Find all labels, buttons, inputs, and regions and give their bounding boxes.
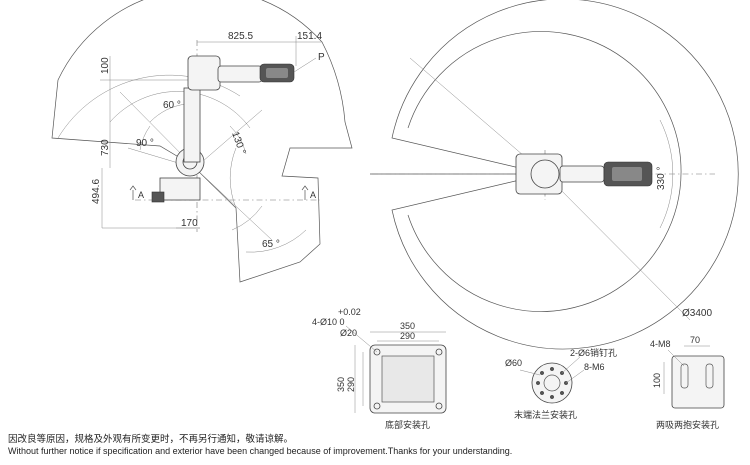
angle-65-label: 65 ° — [262, 239, 280, 250]
base-caption: 底部安装孔 — [385, 419, 430, 430]
arc-65 — [231, 205, 263, 231]
base-hole-leader — [345, 325, 378, 353]
lower-arm — [183, 87, 201, 163]
base-flange — [151, 191, 165, 203]
top-ray-2 — [544, 173, 691, 321]
forearm-dim-100-label: 100 — [652, 373, 662, 388]
section-arrow-left — [129, 185, 137, 200]
section-arrow-right — [301, 185, 309, 200]
robot-base — [159, 177, 201, 201]
dim-494-6-label: 494.6 — [91, 179, 102, 204]
forearm-slot-left — [680, 363, 689, 389]
flange-pin-spec: 2-Ø6销钉孔 — [570, 347, 617, 358]
footnote-english: Without further notice if specification … — [8, 446, 513, 456]
top-view — [370, 0, 739, 350]
section-a-right-label: A — [310, 190, 316, 200]
tool-point-leader — [293, 57, 317, 73]
base-dim-350-v-label: 350 — [336, 377, 346, 392]
forearm-body — [671, 355, 725, 409]
side-view — [51, 0, 353, 283]
work-envelope-top — [391, 0, 739, 350]
arc-330 — [659, 119, 674, 229]
forearm-caption: 两吸两抱安装孔 — [656, 419, 719, 430]
flange-leader-thread — [565, 369, 585, 384]
base-dim-350-label: 350 — [400, 321, 415, 331]
angle-330-label: 330 ° — [656, 167, 667, 190]
tool-point-label: P — [318, 52, 325, 63]
inner-envelope-arc-2 — [109, 91, 251, 129]
arc-60 — [149, 103, 187, 123]
dim-151-4-label: 151.4 — [297, 31, 322, 42]
base-hole-bl — [373, 402, 381, 410]
flange-hole-1 — [550, 367, 554, 371]
top-wrist-highlight — [612, 167, 642, 181]
forearm-mounting-view — [663, 345, 725, 409]
dim-825-5-label: 825.5 — [228, 31, 253, 42]
dim-170-label: 170 — [181, 218, 198, 229]
base-hole-tr — [435, 348, 443, 356]
diameter-3400-label: Ø3400 — [682, 308, 712, 319]
upper-arm-housing — [187, 55, 221, 91]
flange-view — [519, 356, 585, 404]
flange-leader-60 — [519, 369, 541, 376]
flange-dim-60-label: Ø60 — [505, 358, 522, 368]
flange-hole-5 — [550, 395, 554, 399]
base-mounting-view — [345, 325, 447, 414]
base-hole-spec: 4-Ø10 0 — [312, 317, 345, 327]
dim-100-label: 100 — [100, 57, 111, 74]
section-a-left-label: A — [138, 190, 144, 200]
flange-hole-6 — [540, 391, 544, 395]
forearm-leader — [667, 349, 685, 367]
base-inner-outline — [381, 355, 435, 403]
base-inner — [382, 356, 434, 402]
forearm-thread-spec: 4-M8 — [650, 339, 671, 349]
angle-130-label: 130 ° — [229, 130, 247, 156]
angle-90-label: 90 ° — [136, 138, 154, 149]
angle-60-label: 60 ° — [163, 100, 181, 111]
flange-hole-7 — [536, 381, 540, 385]
flange-inner — [543, 374, 561, 392]
flange-hole-4 — [560, 391, 564, 395]
dim-730-label: 730 — [100, 139, 111, 156]
base-hole-br — [435, 402, 443, 410]
flange-hole-8 — [540, 371, 544, 375]
flange-leader-pin — [561, 356, 581, 374]
footnote-chinese: 因改良等原因，规格及外观有所变更时，不再另行通知，敬请谅解。 — [8, 434, 294, 445]
ray-130 — [194, 109, 263, 169]
flange-caption: 末端法兰安装孔 — [514, 409, 577, 420]
arc-130 — [229, 125, 247, 155]
base-dim-290-v-label: 290 — [346, 377, 356, 392]
base-dim-20-label: Ø20 — [340, 328, 357, 338]
forearm-slot-right — [705, 363, 714, 389]
ray-65 — [194, 167, 273, 241]
inner-envelope-top — [407, 31, 682, 312]
top-joint — [530, 159, 560, 189]
flange-thread-spec: 8-M6 — [584, 362, 605, 372]
top-arm — [559, 165, 605, 183]
forearm-dim-70-label: 70 — [690, 335, 700, 345]
work-envelope-side — [51, 0, 353, 283]
envelope-inner-sweep — [229, 147, 237, 209]
envelope-lower-arc — [245, 229, 307, 253]
base-dim-290-label: 290 — [400, 331, 415, 341]
base-hole-tolerance: +0.02 — [338, 307, 361, 317]
forearm — [217, 65, 263, 83]
wrist-highlight — [266, 68, 288, 78]
arc-90 — [139, 125, 151, 151]
